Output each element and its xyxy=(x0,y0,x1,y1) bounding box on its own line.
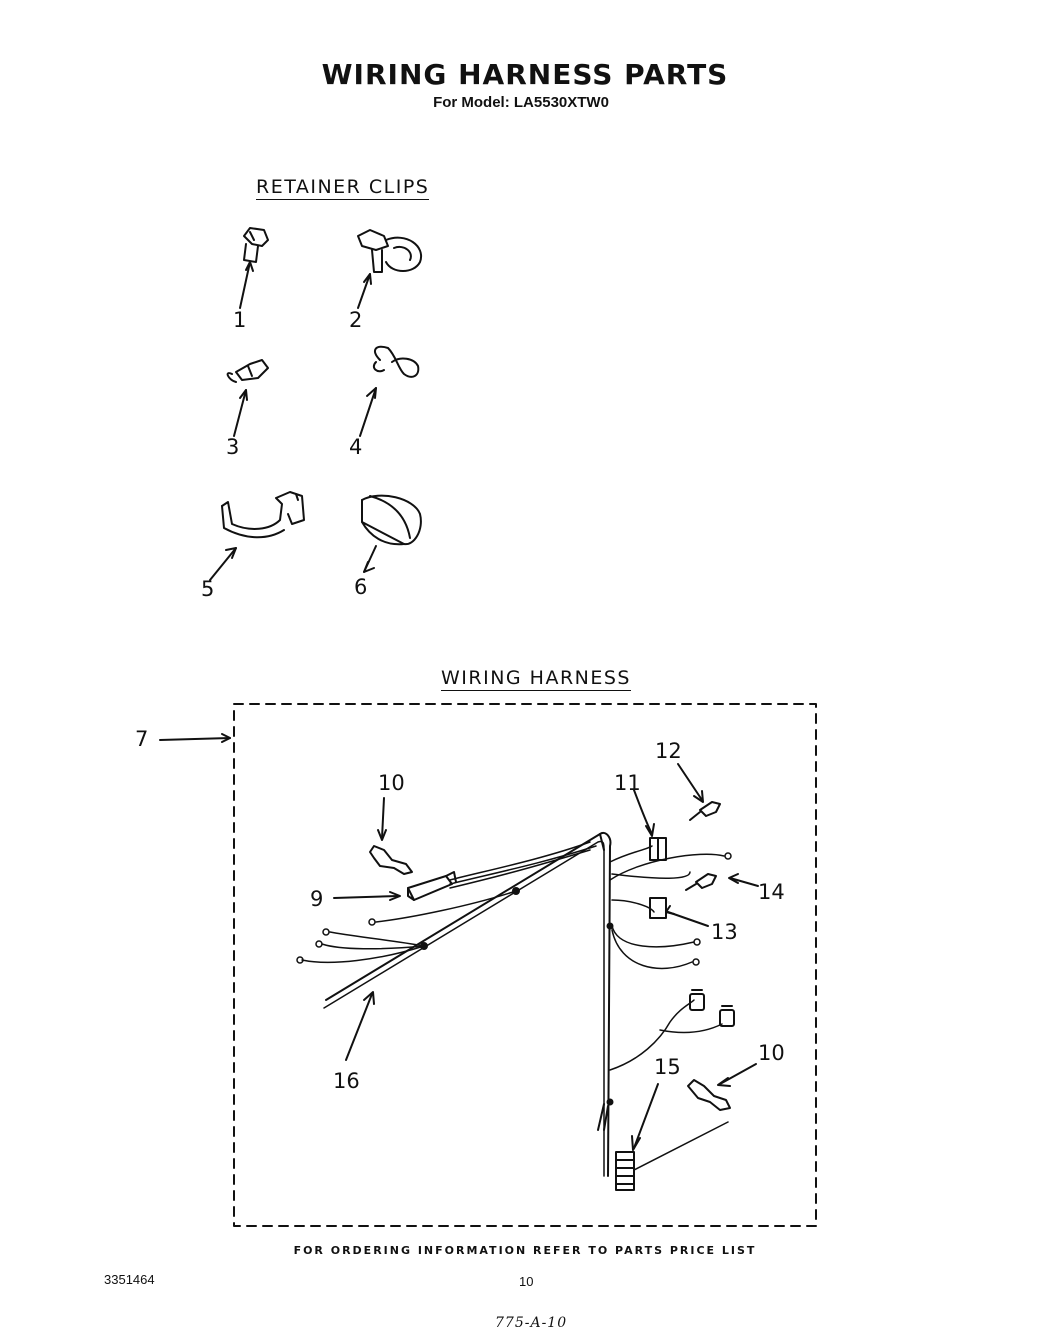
callout-2: 2 xyxy=(349,308,363,332)
callout-12: 12 xyxy=(655,739,682,763)
terminal-10-upper xyxy=(369,797,413,875)
callout-6: 6 xyxy=(354,575,368,599)
callout-10-upper: 10 xyxy=(378,771,405,795)
callout-14: 14 xyxy=(758,880,785,904)
connector-11 xyxy=(633,789,667,861)
callout-7: 7 xyxy=(135,727,149,751)
section-wiring-harness: WIRING HARNESS xyxy=(441,667,631,691)
retainer-clip-2-icon xyxy=(357,229,423,309)
left-wire-fan xyxy=(296,841,597,964)
harness-frame xyxy=(233,703,817,1227)
callout-5: 5 xyxy=(201,577,215,601)
retainer-clip-3-icon xyxy=(226,359,269,437)
retainer-clip-4-icon xyxy=(359,345,420,437)
callout-13: 13 xyxy=(711,920,738,944)
model-subtitle: For Model: LA5530XTW0 xyxy=(433,94,609,111)
callout-15: 15 xyxy=(654,1055,681,1079)
connector-15 xyxy=(615,1121,729,1191)
retainer-clip-1-icon xyxy=(239,227,269,309)
handwritten-code: 775-A-10 xyxy=(495,1315,568,1331)
terminal-12 xyxy=(677,763,721,821)
page-title: WIRING HARNESS PARTS xyxy=(321,58,729,91)
ordering-note: FOR ORDERING INFORMATION REFER TO PARTS … xyxy=(293,1244,757,1257)
callout-11: 11 xyxy=(614,771,641,795)
retainer-clip-5-icon xyxy=(209,491,305,581)
callout-3: 3 xyxy=(226,435,240,459)
callout-4: 4 xyxy=(349,435,363,459)
callout-9: 9 xyxy=(310,887,324,911)
callout-1: 1 xyxy=(233,308,247,332)
terminal-10-lower xyxy=(687,1063,757,1111)
section-retainer-clips: RETAINER CLIPS xyxy=(256,176,430,200)
plug-connectors xyxy=(689,989,735,1027)
callout-16: 16 xyxy=(333,1069,360,1093)
terminal-14 xyxy=(685,873,759,891)
connector-13 xyxy=(649,897,709,927)
right-wire-group xyxy=(609,845,732,1071)
page-number: 10 xyxy=(519,1274,534,1289)
document-number: 3351464 xyxy=(104,1272,155,1287)
retainer-clip-6-icon xyxy=(361,494,422,573)
callout-10-lower: 10 xyxy=(758,1041,785,1065)
connector-9 xyxy=(333,871,457,901)
